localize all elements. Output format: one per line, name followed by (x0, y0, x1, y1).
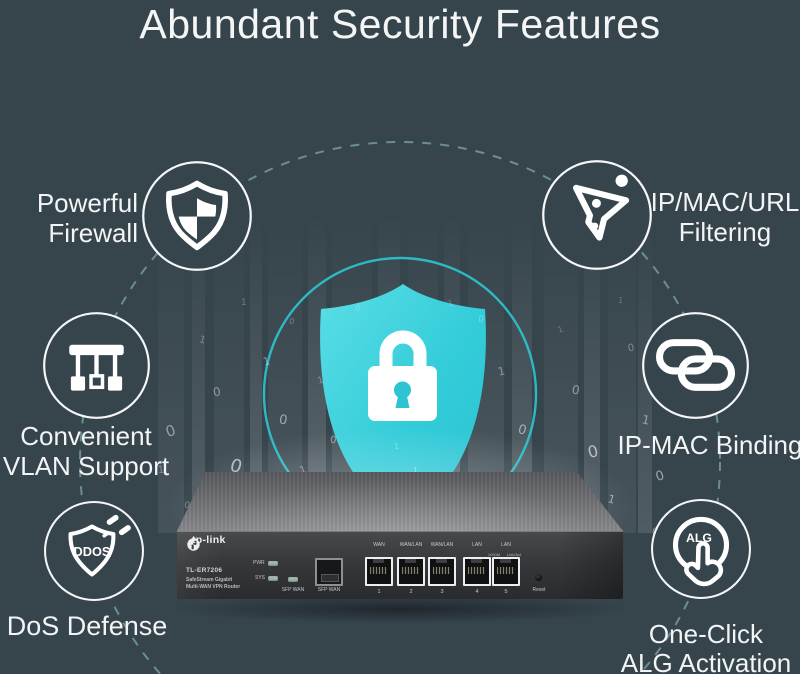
sfp-slot (321, 574, 339, 582)
sys-led-label: SYS (255, 575, 266, 581)
attack-missiles (102, 514, 131, 538)
sfp-led-label: SFP WAN (281, 587, 305, 593)
ddos-text: DDOS (74, 544, 111, 559)
ethernet-port-4 (463, 557, 491, 586)
linkact-led-legend: Link/Act (506, 552, 522, 557)
label-vlan-support: Convenient VLAN Support (2, 421, 170, 481)
port-5-label: LAN (501, 542, 511, 548)
sys-led (268, 576, 278, 581)
reset-label: Reset (532, 587, 546, 593)
sfp-port-label: SFP WAN (317, 587, 341, 593)
port-1-label: WAN (373, 542, 385, 548)
alg-one-click-icon: ALG (651, 499, 751, 599)
chain-link-icon (642, 312, 749, 419)
reset-button (535, 574, 542, 581)
speed-led-legend: 1000M (487, 552, 501, 557)
sfp-wan-port (315, 558, 343, 586)
model-number: TL-ER7206 (186, 567, 223, 574)
label-powerful-firewall: Powerful Firewall (36, 188, 138, 248)
label-ip-mac-url-filtering: IP/MAC/URL Filtering (650, 187, 800, 247)
ddos-shield-icon: DDOS (44, 501, 144, 601)
port-3-label: WAN/LAN (430, 542, 454, 548)
pointer-hand (684, 541, 724, 587)
port-5-number: 5 (504, 589, 508, 595)
router-front-panel: tp-link TL-ER7206 SafeStream Gigabit Mul… (177, 531, 623, 599)
pwr-led (268, 561, 278, 566)
port-1-number: 1 (377, 589, 381, 595)
page-title: Abundant Security Features (139, 1, 661, 47)
product-tagline-2: Multi-WAN VPN Router (186, 584, 241, 590)
router-top-panel (177, 472, 623, 531)
product-tagline-1: SafeStream Gigabit (186, 577, 233, 583)
ethernet-port-2 (397, 557, 425, 586)
ethernet-port-5 (492, 557, 520, 586)
ethernet-port-1 (365, 557, 393, 586)
alg-text: ALG (686, 531, 712, 545)
port-4-label: LAN (472, 542, 482, 548)
port-4-number: 4 (475, 589, 479, 595)
label-ip-mac-binding: IP-MAC Binding (617, 430, 800, 460)
sfp-led (288, 577, 298, 582)
router-shadow (160, 594, 640, 624)
tp-link-logo (187, 538, 200, 551)
label-alg-activation: One-Click ALG Activation (620, 619, 792, 674)
padlock-icon (368, 330, 437, 421)
port-2-label: WAN/LAN (399, 542, 423, 548)
port-2-number: 2 (409, 589, 413, 595)
port-3-number: 3 (440, 589, 444, 595)
vlan-network-icon (43, 312, 150, 419)
brand-name: tp-link (192, 534, 226, 546)
pwr-led-label: PWR (253, 560, 265, 566)
filter-funnel-icon (542, 160, 652, 270)
firewall-icon (142, 161, 252, 271)
label-dos-defense: DoS Defense (6, 611, 168, 641)
ethernet-port-3 (428, 557, 456, 586)
